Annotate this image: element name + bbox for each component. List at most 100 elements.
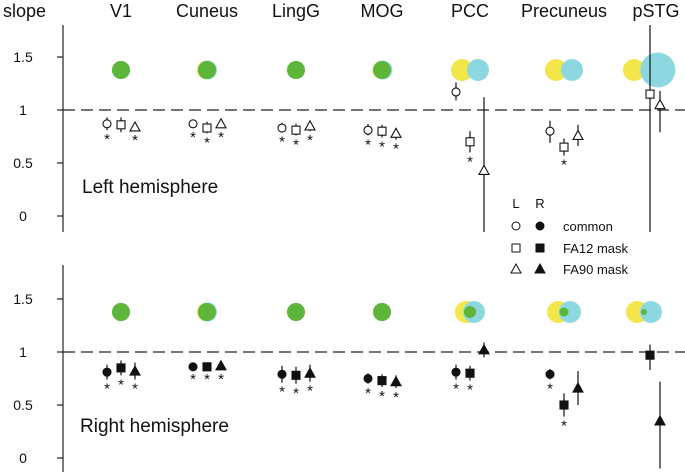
right-square-marker-6 <box>645 350 655 360</box>
right-overlap-glyph-6 <box>626 301 662 323</box>
right-fa90-point-0: * <box>129 362 141 398</box>
right-square-marker-0 <box>116 363 126 373</box>
right-significance-star-3: * <box>393 389 399 406</box>
region-label-linggyrus: LingG <box>272 1 320 21</box>
left-triangle-marker-5 <box>572 129 584 140</box>
left-fa12-point-5: * <box>559 138 569 174</box>
right-ytick-label-0: 0 <box>19 450 27 466</box>
right-overlap-common-3 <box>373 303 391 321</box>
right-significance-star-5: * <box>561 418 567 435</box>
left-fa90-point-6 <box>654 90 666 133</box>
right-ytick-label-0p5: 0.5 <box>13 397 33 413</box>
right-overlap-common-4 <box>464 306 476 318</box>
right-fa90-point-5 <box>572 371 584 405</box>
left-significance-star-3: * <box>379 139 385 156</box>
left-ytick-label-0: 0 <box>19 208 27 224</box>
right-triangle-marker-2 <box>304 367 316 378</box>
left-significance-star-2: * <box>307 132 313 149</box>
left-fa12-point-2: * <box>291 123 301 153</box>
legend-right-circle-marker <box>535 221 545 231</box>
right-significance-star-2: * <box>293 385 299 402</box>
right-overlap-common-2 <box>287 303 305 321</box>
left-fa90-point-5 <box>572 124 584 147</box>
right-significance-star-5: * <box>547 381 553 398</box>
right-significance-star-1: * <box>204 371 210 388</box>
left-significance-star-5: * <box>561 157 567 174</box>
left-circle-marker-3 <box>363 125 373 135</box>
right-fa12-point-5: * <box>559 393 569 435</box>
right-circle-marker-2 <box>277 369 287 379</box>
left-common-point-4 <box>451 82 461 101</box>
region-label-cuneus: Cuneus <box>176 1 238 21</box>
right-triangle-marker-3 <box>390 375 402 387</box>
right-overlap-glyph-1 <box>197 302 217 322</box>
right-triangle-marker-6 <box>654 414 666 426</box>
left-fa90-point-0: * <box>129 120 141 149</box>
legend-left-square-marker <box>511 243 521 253</box>
left-common-point-1: * <box>188 119 198 146</box>
region-label-pcc: PCC <box>451 1 489 21</box>
right-overlap-common-1 <box>198 303 216 321</box>
left-overlap-glyph-1 <box>197 60 217 80</box>
left-overlap-glyph-5 <box>545 59 583 81</box>
right-significance-star-0: * <box>132 381 138 398</box>
right-significance-star-1: * <box>190 371 196 388</box>
left-fa12-point-0 <box>116 117 126 133</box>
right-significance-star-4: * <box>453 381 459 398</box>
region-label-v1: V1 <box>110 1 132 21</box>
right-overlap-common-5 <box>559 307 569 317</box>
right-common-point-5: * <box>545 368 555 398</box>
right-fa90-point-1: * <box>215 359 227 388</box>
left-overlap-glyph-2 <box>287 61 305 79</box>
right-square-marker-4 <box>465 368 475 378</box>
legend: L R common FA12 mask FA90 mask <box>510 196 629 277</box>
region-label-mog: MOG <box>361 1 404 21</box>
right-fa90-point-6 <box>654 381 666 469</box>
left-fa90-point-1: * <box>215 117 227 146</box>
right-hemisphere-panel: Right hemisphere 1.5 1 0.5 0 ***********… <box>13 265 685 472</box>
left-overlap-left-5 <box>545 59 567 81</box>
right-fa12-point-6 <box>645 344 655 371</box>
right-overlap-glyph-3 <box>373 303 391 321</box>
left-circle-marker-5 <box>545 126 555 136</box>
left-circle-marker-1 <box>188 119 198 129</box>
right-significance-star-3: * <box>379 388 385 405</box>
right-common-point-1: * <box>188 362 198 388</box>
left-hemisphere-panel: Left hemisphere 1.5 1 0.5 0 ************… <box>13 25 685 232</box>
right-significance-star-0: * <box>118 376 124 393</box>
right-overlap-glyph-5 <box>547 301 581 323</box>
left-triangle-marker-6 <box>654 98 666 110</box>
left-significance-star-1: * <box>190 129 196 146</box>
right-ytick-label-1: 1 <box>19 344 27 360</box>
left-fa90-point-2: * <box>304 119 316 149</box>
right-significance-star-1: * <box>218 371 224 388</box>
right-triangle-marker-1 <box>215 359 227 371</box>
left-square-marker-1 <box>202 123 212 133</box>
left-fa12-point-4: * <box>465 131 475 170</box>
left-common-point-3: * <box>363 123 373 153</box>
right-overlap-common-0 <box>112 303 130 321</box>
legend-label-fa90-mask: FA90 mask <box>563 262 629 277</box>
legend-right-triangle-marker <box>534 262 546 274</box>
left-significance-star-2: * <box>293 136 299 153</box>
region-label-precuneus: Precuneus <box>521 1 607 21</box>
legend-left-triangle-marker <box>510 262 522 274</box>
left-square-marker-4 <box>465 137 475 147</box>
left-square-marker-0 <box>116 120 126 130</box>
right-ytick-label-1p5: 1.5 <box>13 291 33 307</box>
left-ytick-label-1p5: 1.5 <box>13 49 33 65</box>
left-common-point-0: * <box>102 117 112 148</box>
left-overlap-left-6 <box>623 59 645 81</box>
left-panel-title: Left hemisphere <box>82 177 218 198</box>
legend-left-circle-marker <box>511 221 521 231</box>
right-fa12-point-0: * <box>116 360 126 393</box>
left-overlap-right-6 <box>640 52 676 88</box>
left-overlap-glyph-0 <box>112 61 130 79</box>
left-overlap-glyph-3 <box>372 60 393 80</box>
left-overlap-common-1 <box>198 61 216 79</box>
right-common-point-0: * <box>102 364 112 398</box>
left-fa12-point-1: * <box>202 121 212 151</box>
legend-label-fa12-mask: FA12 mask <box>563 241 629 256</box>
left-overlap-glyph-6 <box>623 52 676 88</box>
